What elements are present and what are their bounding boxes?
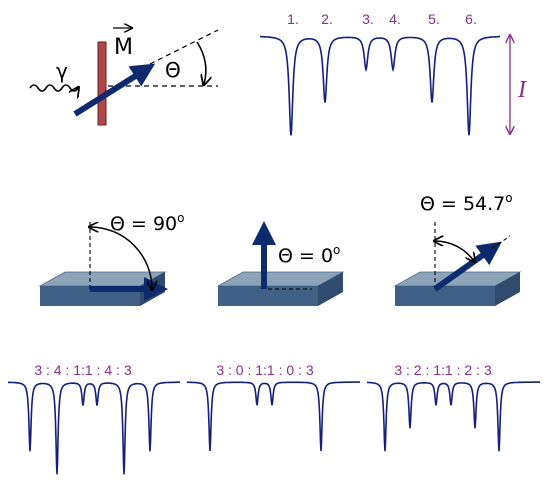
theta-value-label: Θ = 54.7o: [420, 191, 513, 215]
line-label-4: 4.: [389, 11, 401, 27]
top-line-labels: 1. 2. 3. 4. 5. 6.: [287, 11, 477, 27]
magnetization-label: M: [114, 35, 133, 60]
intensity-label: I: [517, 77, 527, 103]
magnetization-extension-line: [149, 29, 219, 65]
ratio-label: 3 : 2 : 1:1 : 2 : 3: [394, 362, 491, 378]
line-label-5: 5.: [428, 11, 440, 27]
orientation-panel-2: Θ = 0o: [216, 221, 345, 306]
theta-arc: [196, 41, 206, 84]
theta-angle-arc: [90, 227, 152, 289]
ratio-label: 3 : 0 : 1:1 : 0 : 3: [216, 362, 313, 378]
orientation-panel-3: Θ = 54.7o: [393, 191, 522, 306]
orientation-panels: Θ = 90o Θ = 0o Θ = 54.7o: [38, 191, 522, 306]
line-label-3: 3.: [362, 11, 374, 27]
absorber-foil: [97, 41, 107, 126]
gamma-ray-wave: [29, 84, 78, 91]
top-spectrum: 1. 2. 3. 4. 5. 6. I: [260, 11, 527, 136]
spectrum-3: 3 : 2 : 1:1 : 2 : 3: [367, 362, 540, 452]
orientation-panel-1: Θ = 90o: [38, 211, 184, 306]
sample-block-side: [318, 272, 343, 306]
sample-block-side: [495, 272, 520, 306]
magnetization-arrow: [73, 63, 156, 117]
ratio-label: 3 : 4 : 1:1 : 4 : 3: [34, 362, 131, 378]
bottom-spectra: 3 : 4 : 1:1 : 4 : 3 3 : 0 : 1:1 : 0 : 3 3 …: [8, 362, 540, 475]
line-label-2: 2.: [321, 11, 333, 27]
spectrum-curve: [8, 381, 180, 475]
top-spectrum-curve: [260, 35, 500, 136]
spectrum-1: 3 : 4 : 1:1 : 4 : 3: [8, 362, 180, 475]
magnetization-arrow: [433, 241, 502, 292]
sample-block-front: [395, 286, 495, 306]
theta-label: Θ: [165, 58, 181, 82]
line-label-6: 6.: [465, 11, 477, 27]
spectrum-2: 3 : 0 : 1:1 : 0 : 3: [187, 362, 360, 452]
spectrum-curve: [187, 381, 360, 452]
theta-value-label: Θ = 0o: [278, 243, 340, 267]
theta-value-label: Θ = 90o: [110, 211, 184, 235]
gamma-label: γ: [56, 59, 68, 83]
arrow-extension-line: [491, 235, 511, 249]
spectrum-curve: [367, 381, 540, 452]
theta-angle-arc: [435, 241, 474, 261]
line-label-1: 1.: [287, 11, 299, 27]
geometry-panel: γ Θ M: [29, 28, 219, 126]
sample-block-front: [218, 286, 318, 306]
